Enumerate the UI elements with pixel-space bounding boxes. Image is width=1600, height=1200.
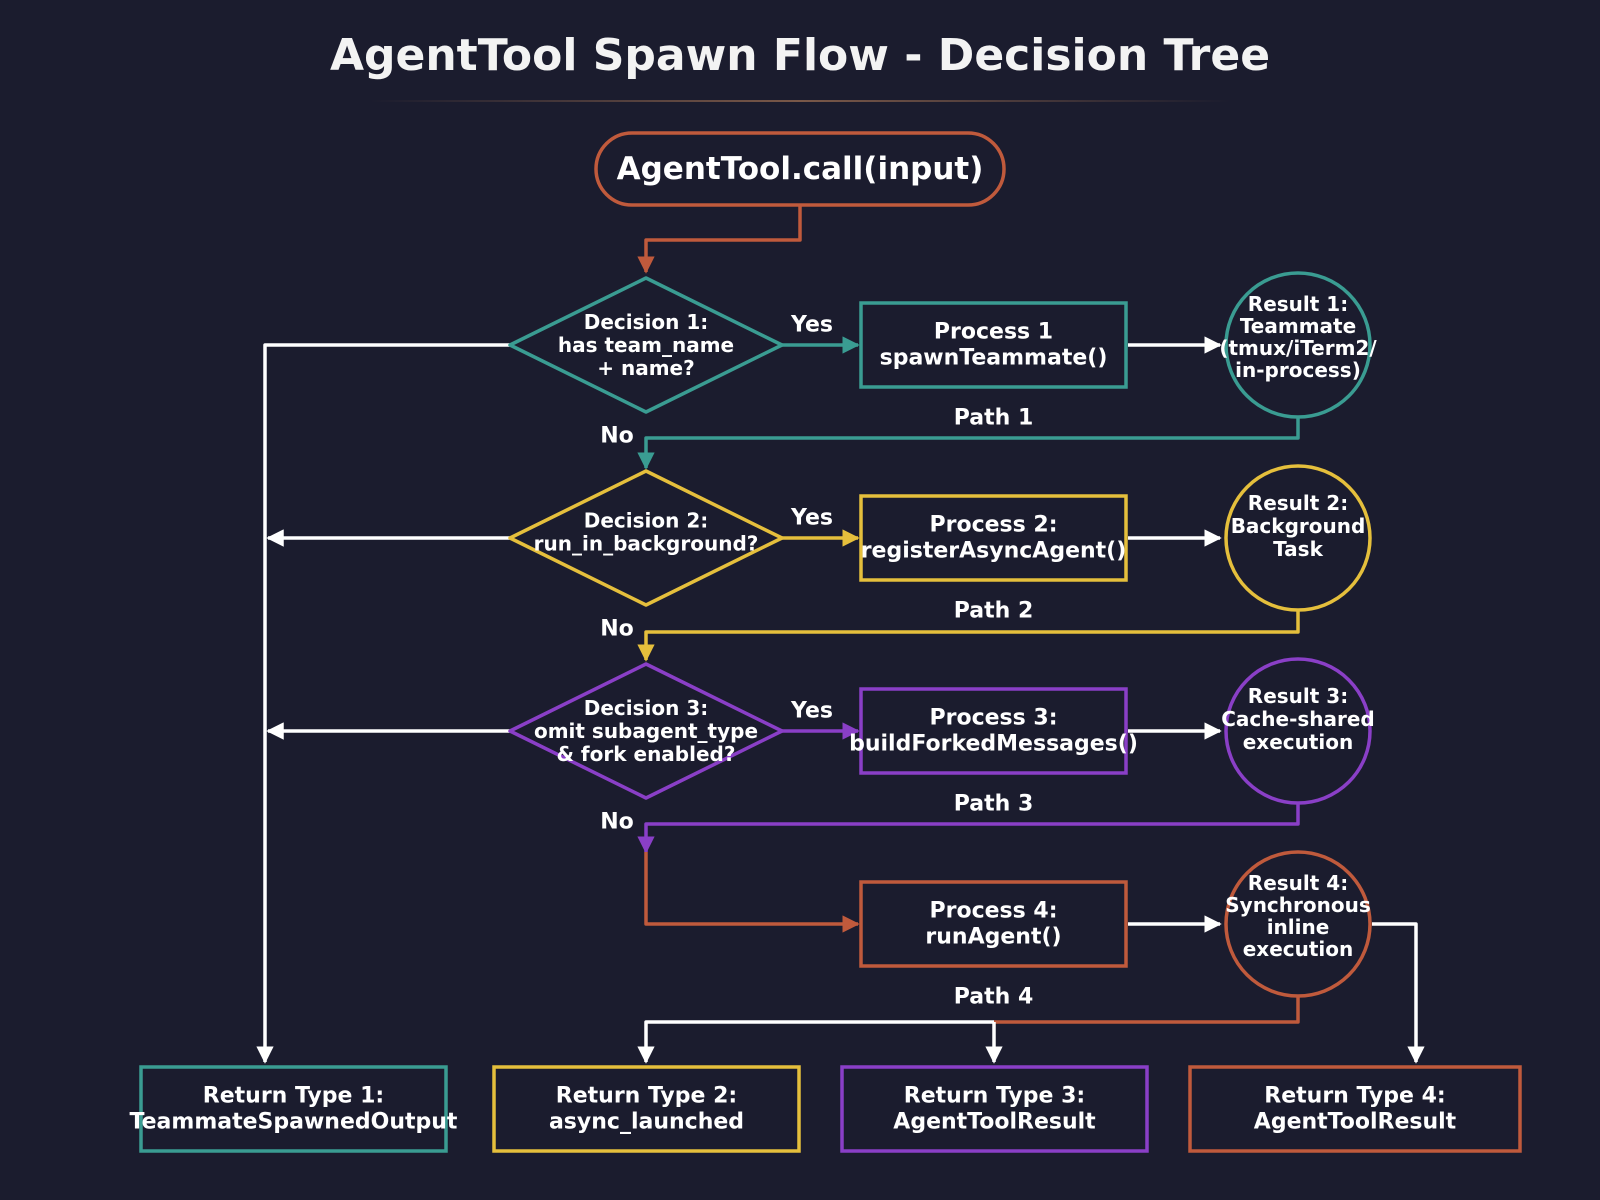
decision-2-yes-label: Yes (790, 506, 833, 531)
decision-1: Decision 1:has team_name+ name? (508, 276, 784, 414)
return-type-2: Return Type 2:async_launched (492, 1065, 801, 1153)
decision-2-no-label: No (600, 617, 634, 642)
process-2: Process 2:registerAsyncAgent() (859, 494, 1128, 582)
return-type-2-line-2: async_launched (549, 1110, 744, 1135)
return-type-2-line-1: Return Type 2: (556, 1084, 737, 1109)
edge-decision-2-no (637, 610, 1300, 662)
start-node: AgentTool.call(input) (594, 131, 1006, 207)
process-3-line-2: buildForkedMessages() (849, 732, 1138, 757)
result-2-line-2: Background (1231, 514, 1366, 538)
decision-1-yes-label: Yes (790, 313, 833, 338)
edge-result-4-down (994, 996, 1300, 1024)
decision-3: Decision 3:omit subagent_type& fork enab… (508, 662, 784, 800)
path-3-label: Path 3 (954, 792, 1034, 817)
result-2-line-3: Task (1273, 537, 1323, 561)
result-4-line-3: inline (1267, 915, 1330, 939)
process-1-line-2: spawnTeammate() (880, 346, 1108, 371)
result-1: Result 1:Teammate(tmux/iTerm2/in-process… (1219, 271, 1377, 419)
result-3-line-3: execution (1243, 730, 1354, 754)
process-4: Process 4:runAgent() (859, 880, 1128, 968)
decision-1-line-1: Decision 1: (584, 310, 709, 334)
return-type-4-line-1: Return Type 4: (1264, 1084, 1445, 1109)
process-3: Process 3:buildForkedMessages() (849, 687, 1138, 775)
start-node-label: AgentTool.call(input) (617, 151, 984, 187)
return-type-1-line-2: TeammateSpawnedOutput (130, 1110, 458, 1135)
edge-decision-3-no (637, 803, 1300, 854)
decision-3-line-2: omit subagent_type (534, 719, 758, 743)
result-1-line-4: in-process) (1235, 358, 1361, 382)
edge-to-process-4 (644, 852, 860, 933)
return-type-1: Return Type 1:TeammateSpawnedOutput (130, 1065, 458, 1153)
path-4-label: Path 4 (954, 985, 1034, 1010)
process-4-line-2: runAgent() (925, 925, 1061, 950)
decision-2-line-1: Decision 2: (584, 509, 709, 533)
path-2-label: Path 2 (954, 599, 1034, 624)
result-4-line-4: execution (1243, 937, 1354, 961)
result-4-line-1: Result 4: (1248, 871, 1348, 895)
return-type-3-line-2: AgentToolResult (893, 1110, 1096, 1135)
edge-result-4-to-return-4 (1372, 922, 1425, 1064)
decision-1-line-3: + name? (597, 356, 694, 380)
result-4-line-2: Synchronous (1225, 893, 1371, 917)
process-3-line-1: Process 3: (929, 706, 1057, 731)
title-underline (370, 100, 1230, 102)
result-3-line-1: Result 3: (1248, 684, 1348, 708)
decision-1-line-2: has team_name (558, 333, 734, 357)
edge-decision-1-left-bus (256, 343, 510, 1064)
process-4-line-1: Process 4: (929, 899, 1057, 924)
decision-3-line-1: Decision 3: (584, 696, 709, 720)
diagram-title: AgentTool Spawn Flow - Decision Tree (329, 30, 1271, 81)
edge-to-return-2 (637, 1020, 994, 1064)
decision-3-yes-label: Yes (790, 699, 833, 724)
decision-2-line-2: run_in_background? (534, 532, 759, 556)
process-2-line-2: registerAsyncAgent() (861, 539, 1127, 564)
decision-2: Decision 2:run_in_background? (508, 469, 784, 607)
path-1-label: Path 1 (954, 406, 1034, 431)
result-3-line-2: Cache-shared (1221, 707, 1375, 731)
result-2-line-1: Result 2: (1248, 491, 1348, 515)
result-1-line-1: Result 1: (1248, 292, 1348, 316)
decision-3-no-label: No (600, 810, 634, 835)
process-1-line-1: Process 1 (934, 320, 1053, 345)
return-type-3-line-1: Return Type 3: (904, 1084, 1085, 1109)
edge-start-to-decision-1 (637, 205, 802, 274)
result-1-line-2: Teammate (1240, 314, 1356, 338)
return-type-3: Return Type 3:AgentToolResult (840, 1065, 1149, 1153)
return-type-4-line-2: AgentToolResult (1254, 1110, 1457, 1135)
return-type-4: Return Type 4:AgentToolResult (1188, 1065, 1522, 1153)
decision-3-line-3: & fork enabled? (557, 742, 736, 766)
decision-1-no-label: No (600, 424, 634, 449)
result-1-line-3: (tmux/iTerm2/ (1219, 336, 1377, 360)
process-2-line-1: Process 2: (929, 513, 1057, 538)
edge-decision-1-no (637, 416, 1300, 470)
return-type-1-line-1: Return Type 1: (203, 1084, 384, 1109)
